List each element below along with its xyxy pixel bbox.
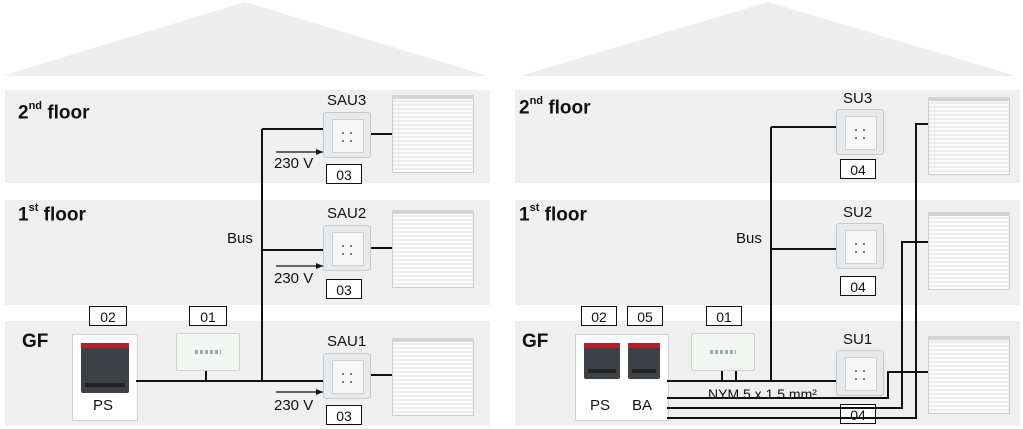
switch-indicator-dot [350,132,352,134]
right-nym-3 [667,123,928,419]
led-strip [195,350,221,354]
right-su1-label: SU1 [843,331,873,348]
left-sau1-num: 03 [326,405,362,425]
right-bus-label: Bus [736,230,762,247]
right-device-01 [691,333,755,371]
switch-indicator-dot [863,378,865,380]
left-blind-3 [392,95,474,173]
switch-indicator-dot [342,132,344,134]
right-su2-num: 04 [840,276,876,296]
right-ba-module [628,343,660,379]
right-floor-gf-label: GF [522,331,549,352]
right-su2-label: SU2 [843,204,873,221]
left-blind-1 [392,338,474,416]
left-230v-2: 230 V [274,270,314,287]
left-roof [2,2,488,76]
switch-indicator-dot [855,378,857,380]
right-roof [520,2,1016,76]
left-sau1-switch [323,353,371,399]
left-230v-1: 230 V [274,397,314,414]
right-su2-switch [836,223,884,269]
right-num-05: 05 [627,306,663,326]
switch-indicator-dot [350,245,352,247]
left-bus-label: Bus [227,230,253,247]
right-num-01: 01 [706,306,742,326]
right-num-02: 02 [581,306,617,326]
switch-indicator-dot [342,140,344,142]
left-floor-2-label: 2nd floor [18,100,90,124]
right-su3-label: SU3 [843,90,873,107]
switch-indicator-dot [863,129,865,131]
left-sau3-num: 03 [326,164,362,184]
switch-indicator-dot [863,137,865,139]
left-230v-3: 230 V [274,155,314,172]
left-sau2-label: SAU2 [327,205,367,222]
left-device-01 [176,333,240,371]
left-sau2-num: 03 [326,279,362,299]
switch-indicator-dot [342,245,344,247]
left-floor-1-label: 1st floor [18,202,86,226]
switch-indicator-dot [350,253,352,255]
right-blind-2 [928,212,1010,290]
right-floor-1-label: 1st floor [519,202,587,226]
switch-indicator-dot [863,243,865,245]
switch-indicator-dot [342,373,344,375]
right-su1-switch [836,350,884,396]
right-ps-module [584,343,620,379]
switch-indicator-dot [855,129,857,131]
right-blind-3 [928,97,1010,175]
right-blind-1 [928,336,1010,414]
switch-indicator-dot [855,243,857,245]
left-sau2-switch [323,225,371,271]
switch-indicator-dot [855,137,857,139]
switch-indicator-dot [863,370,865,372]
left-blind-2 [392,210,474,288]
switch-indicator-dot [855,370,857,372]
right-su3-num: 04 [840,159,876,179]
right-ps-label: PS [590,397,611,414]
right-ps-ba-box: PS BA [575,334,669,421]
right-nym-1 [667,371,928,399]
switch-indicator-dot [350,381,352,383]
switch-indicator-dot [863,251,865,253]
left-num-01: 01 [189,306,227,326]
left-sau3-switch [323,112,371,158]
right-ba-label: BA [632,397,653,414]
left-ps-box: PS [72,334,138,421]
left-sau1-label: SAU1 [327,333,367,350]
left-ps-label: PS [93,397,114,414]
switch-indicator-dot [342,253,344,255]
left-sau3-label: SAU3 [327,92,367,109]
left-num-02: 02 [89,306,127,326]
right-router-tap [721,371,737,381]
switch-indicator-dot [350,140,352,142]
switch-indicator-dot [350,373,352,375]
left-floor-gf-label: GF [22,331,49,352]
right-floor-2-label: 2nd floor [519,95,591,119]
switch-indicator-dot [855,251,857,253]
right-su3-switch [836,109,884,155]
led-strip [710,350,736,354]
switch-indicator-dot [342,381,344,383]
left-ps-module [81,343,129,393]
